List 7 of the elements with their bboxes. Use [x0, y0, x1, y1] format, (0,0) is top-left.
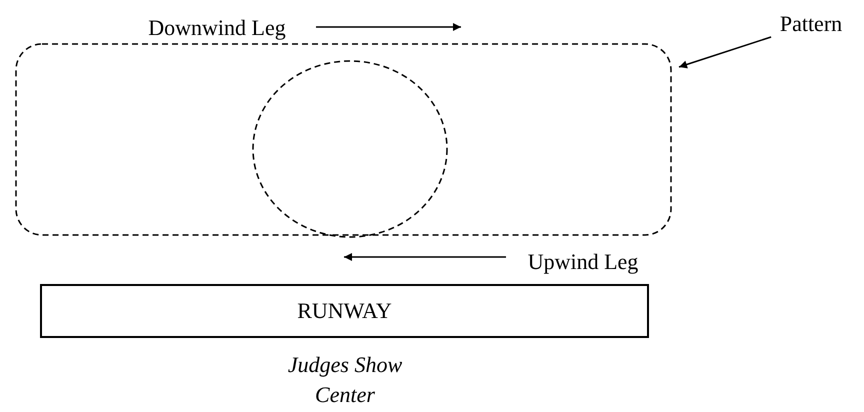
runway-box — [40, 284, 649, 338]
caption: Judges Show Center — [286, 351, 404, 409]
leader-arrow — [678, 36, 772, 68]
runway-label: RUNWAY — [296, 300, 393, 322]
text-label: Pattern — [770, 11, 852, 37]
text-label: Upwind Leg — [526, 249, 640, 275]
text-label: Downwind Leg — [147, 15, 287, 41]
